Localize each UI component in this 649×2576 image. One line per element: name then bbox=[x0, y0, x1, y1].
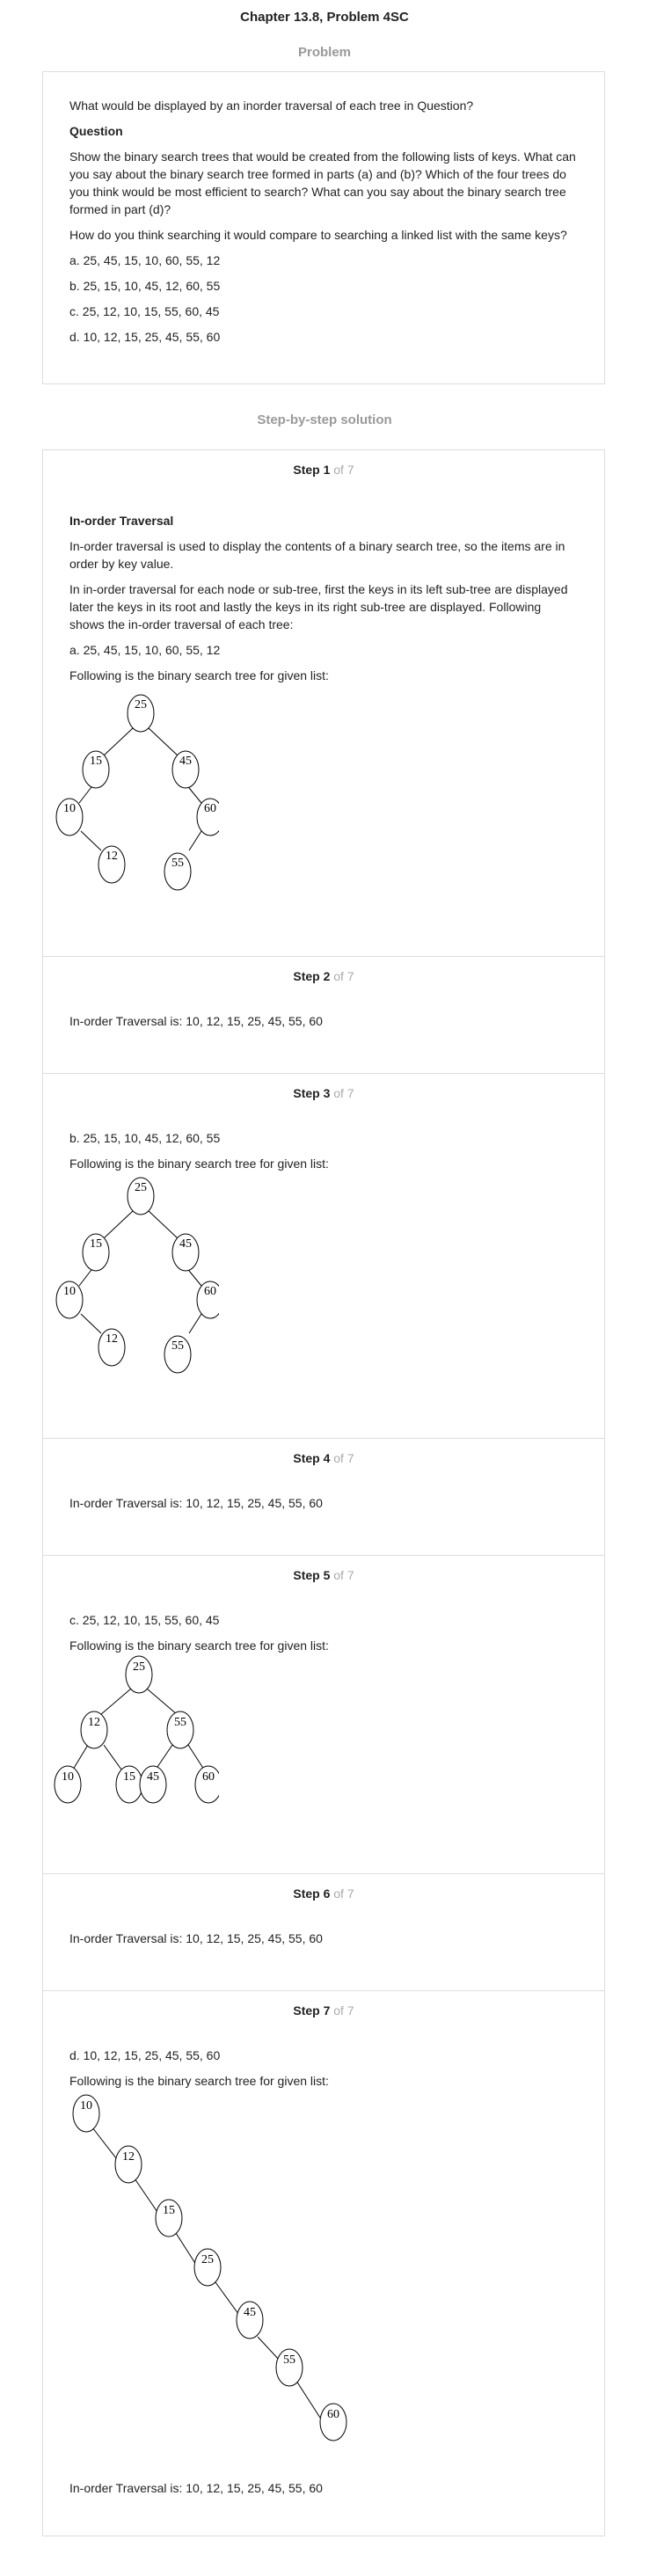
tree-node: 45 bbox=[179, 1237, 192, 1251]
step-4: Step 4 of 7 In-order Traversal is: 10, 1… bbox=[43, 1438, 604, 1555]
tree-node: 25 bbox=[133, 1660, 145, 1674]
step-label: Step 3 of 7 bbox=[293, 1086, 354, 1100]
step-paragraph: c. 25, 12, 10, 15, 55, 60, 45 bbox=[69, 1613, 220, 1627]
option-c: c. 25, 12, 10, 15, 55, 60, 45 bbox=[69, 304, 220, 318]
step-7: Step 7 of 7 d. 10, 12, 15, 25, 45, 55, 6… bbox=[43, 1990, 604, 2536]
step-1: Step 1 of 7 In-order Traversal In-order … bbox=[43, 450, 604, 956]
step-6: Step 6 of 7 In-order Traversal is: 10, 1… bbox=[43, 1873, 604, 1990]
tree-node: 10 bbox=[80, 2099, 92, 2113]
option-a: a. 25, 45, 15, 10, 60, 55, 12 bbox=[69, 253, 221, 267]
step-label: Step 1 of 7 bbox=[293, 463, 354, 477]
tree-node: 10 bbox=[62, 1770, 74, 1784]
step-paragraph: b. 25, 15, 10, 45, 12, 60, 55 bbox=[69, 1131, 221, 1145]
bst-diagram-b: 25 15 45 10 60 12 55 bbox=[55, 1177, 219, 1374]
step-2: Step 2 of 7 In-order Traversal is: 10, 1… bbox=[43, 956, 604, 1073]
problem-intro: What would be displayed by an inorder tr… bbox=[69, 99, 474, 113]
tree-node: 12 bbox=[122, 2150, 135, 2164]
step-paragraph: a. 25, 45, 15, 10, 60, 55, 12 bbox=[69, 643, 221, 657]
step-3: Step 3 of 7 b. 25, 15, 10, 45, 12, 60, 5… bbox=[43, 1073, 604, 1438]
problem-box: What would be displayed by an inorder tr… bbox=[42, 71, 605, 384]
tree-node: 60 bbox=[204, 1285, 216, 1298]
step-paragraph: d. 10, 12, 15, 25, 45, 55, 60 bbox=[69, 2048, 221, 2062]
tree-node: 60 bbox=[204, 802, 216, 815]
bst-diagram-d: 10 12 15 25 45 55 60 bbox=[72, 2094, 347, 2441]
page-title: Chapter 13.8, Problem 4SC bbox=[240, 10, 409, 25]
tree-node: 55 bbox=[283, 2353, 295, 2367]
tree-node: 45 bbox=[179, 755, 192, 768]
step-5: Step 5 of 7 c. 25, 12, 10, 15, 55, 60, 4… bbox=[43, 1555, 604, 1873]
tree-node: 25 bbox=[135, 698, 147, 712]
tree-node: 45 bbox=[244, 2306, 256, 2319]
tree-node: 25 bbox=[135, 1181, 147, 1194]
tree-node: 12 bbox=[88, 1716, 100, 1729]
step-label: Step 7 of 7 bbox=[293, 2003, 354, 2018]
tree-node: 15 bbox=[90, 755, 102, 768]
step-label: Step 2 of 7 bbox=[293, 969, 354, 983]
tree-node: 12 bbox=[106, 1332, 118, 1346]
step-paragraph: Following is the binary search tree for … bbox=[69, 1157, 329, 1171]
steps-container: Step 1 of 7 In-order Traversal In-order … bbox=[42, 449, 605, 2536]
tree-node: 60 bbox=[327, 2408, 339, 2421]
tree-node: 55 bbox=[171, 857, 184, 870]
tree-node: 12 bbox=[106, 850, 118, 863]
tree-node: 55 bbox=[171, 1339, 184, 1353]
question-text-2: How do you think searching it would comp… bbox=[69, 228, 567, 242]
tree-node: 55 bbox=[174, 1716, 186, 1729]
tree-node: 10 bbox=[63, 802, 76, 815]
step-paragraph: Following is the binary search tree for … bbox=[69, 1638, 329, 1653]
tree-node: 60 bbox=[202, 1770, 215, 1784]
tree-node: 15 bbox=[90, 1237, 102, 1251]
step-label: Step 4 of 7 bbox=[293, 1451, 354, 1465]
step-paragraph: In in-order traversal for each node or s… bbox=[69, 582, 568, 631]
tree-node: 25 bbox=[201, 2253, 214, 2266]
tree-node: 15 bbox=[123, 1770, 135, 1784]
step-label: Step 5 of 7 bbox=[293, 1568, 354, 1582]
question-heading: Question bbox=[69, 124, 123, 138]
problem-heading: Problem bbox=[297, 45, 351, 60]
tree-node: 45 bbox=[147, 1770, 159, 1784]
tree-node: 10 bbox=[63, 1285, 76, 1298]
step-paragraph: In-order Traversal is: 10, 12, 15, 25, 4… bbox=[69, 1496, 323, 1510]
step-paragraph: Following is the binary search tree for … bbox=[69, 668, 329, 682]
step-label: Step 6 of 7 bbox=[293, 1886, 354, 1901]
option-b: b. 25, 15, 10, 45, 12, 60, 55 bbox=[69, 279, 221, 293]
bst-diagram-c: 25 12 55 10 15 45 60 bbox=[54, 1655, 219, 1804]
option-d: d. 10, 12, 15, 25, 45, 55, 60 bbox=[69, 330, 221, 344]
step-paragraph: In-order traversal is used to display th… bbox=[69, 539, 565, 571]
step-paragraph: In-order Traversal is: 10, 12, 15, 25, 4… bbox=[69, 1931, 323, 1945]
step-paragraph: In-order Traversal is: 10, 12, 15, 25, 4… bbox=[69, 2481, 323, 2495]
question-text: Show the binary search trees that would … bbox=[69, 150, 576, 216]
step-subheading: In-order Traversal bbox=[69, 514, 174, 528]
tree-node: 15 bbox=[163, 2204, 175, 2217]
solution-heading: Step-by-step solution bbox=[257, 412, 392, 427]
bst-diagram-a: 25 15 45 10 60 12 55 bbox=[55, 694, 219, 891]
step-paragraph: In-order Traversal is: 10, 12, 15, 25, 4… bbox=[69, 1014, 323, 1028]
step-paragraph: Following is the binary search tree for … bbox=[69, 2074, 329, 2088]
